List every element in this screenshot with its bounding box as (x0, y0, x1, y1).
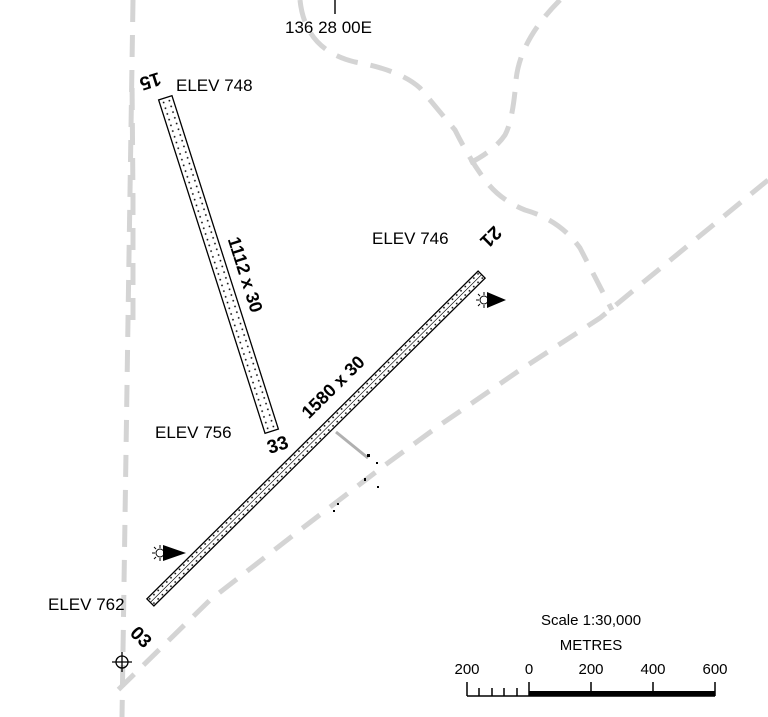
runway-33-elevation: ELEV 756 (155, 423, 232, 442)
runway-03-elevation: ELEV 762 (48, 595, 125, 614)
apron-marker (367, 454, 370, 457)
runway-15-designator: 15 (136, 67, 163, 94)
scale-tick-label: 600 (702, 661, 727, 678)
road-diagonal (116, 178, 768, 692)
scale-title: Scale 1:30,000 (541, 612, 641, 629)
wind-indicator-icon (476, 292, 506, 308)
road-north-branch (468, 0, 562, 166)
runway-03-designator: 03 (125, 623, 155, 653)
aerodrome-reference-point-icon (112, 652, 132, 672)
scale-bar: Scale 1:30,000 METRES 200 0 200 400 600 (454, 612, 728, 697)
scale-units: METRES (560, 637, 623, 654)
boundary-track-northwest (129, 79, 136, 320)
coordinate-label: 136 28 00E (285, 18, 372, 37)
boundary-tracks (116, 0, 768, 717)
runway-33-designator: 33 (265, 432, 292, 458)
runway-15-elevation: ELEV 748 (176, 76, 253, 95)
taxiway (333, 430, 379, 512)
wind-indicator-icon (152, 545, 186, 561)
runway-21-designator: 21 (475, 221, 505, 251)
scale-bar-solid (529, 691, 715, 696)
scale-tick-label: 200 (454, 661, 479, 678)
runway-15-33: 15 ELEV 748 1112 x 30 33 ELEV 756 (136, 67, 291, 459)
scale-tick-label: 400 (640, 661, 665, 678)
scale-tick-label: 0 (525, 661, 533, 678)
runway-15-33-strip (157, 94, 280, 435)
scale-tick-label: 200 (578, 661, 603, 678)
runway-03-21-dimensions: 1580 x 30 (298, 352, 369, 423)
road-north (297, 0, 615, 312)
runway-21-elevation: ELEV 746 (372, 229, 449, 248)
